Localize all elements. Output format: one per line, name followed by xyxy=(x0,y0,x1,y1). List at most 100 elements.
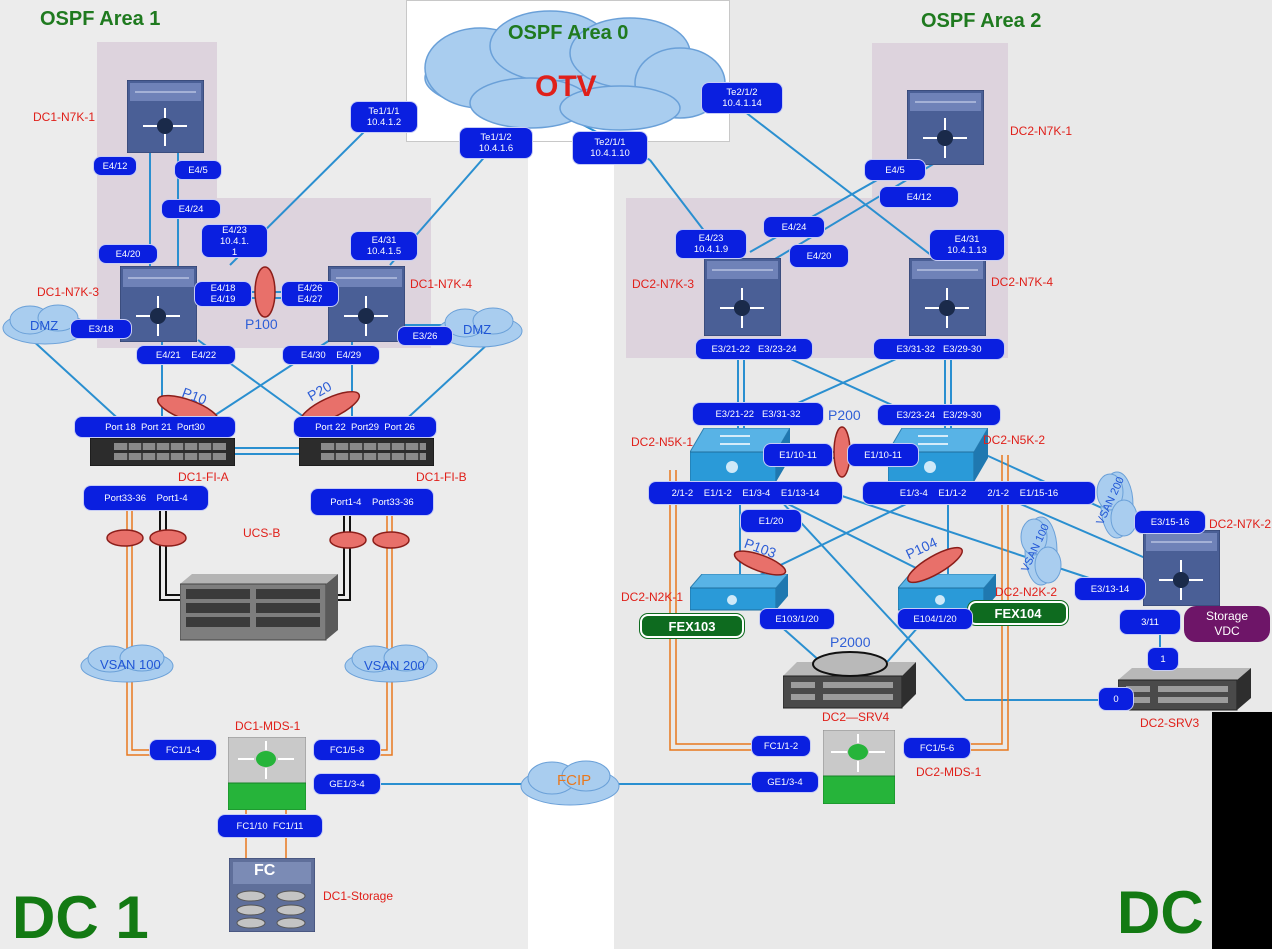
p2000-label: P2000 xyxy=(830,634,871,650)
port-dc1-e4-26: E4/26 E4/27 xyxy=(282,282,338,306)
fex103-badge: FEX103 xyxy=(640,614,744,638)
ospf-area-0-title: OSPF Area 0 xyxy=(508,22,629,44)
dc1-mds-1-label: DC1-MDS-1 xyxy=(235,719,301,733)
port-n7k2-e3-15-16: E3/15-16 xyxy=(1135,511,1205,533)
vsan100-left-cloud-icon xyxy=(80,644,174,683)
port-fi-b-bottom: Port1-4 Port33-36 xyxy=(311,489,433,515)
dc2-n7k-2-label: DC2-N7K-2 xyxy=(1209,517,1272,531)
port-e103-1-20: E103/1/20 xyxy=(760,609,834,629)
dc2-n5k-2-label: DC2-N5K-2 xyxy=(983,433,1046,447)
port-n5k1-e1-20: E1/20 xyxy=(741,510,801,532)
dc1-n7k-3-label: DC1-N7K-3 xyxy=(37,285,100,299)
dc1-fi-b-icon xyxy=(299,438,434,466)
dc2-n2k-1-label: DC2-N2K-1 xyxy=(621,590,684,604)
port-srv3-1: 1 xyxy=(1148,648,1178,670)
fc-storage-label: FC xyxy=(254,862,276,879)
ucs-chassis-icon xyxy=(180,574,338,641)
vsan200-left-label: VSAN 200 xyxy=(364,658,425,673)
otv-cloud-icon xyxy=(424,10,726,131)
port-fi-b-top: Port 22 Port29 Port 26 xyxy=(294,417,436,437)
dc2-n7k-2-icon xyxy=(1143,530,1220,606)
dc1-n7k-4-label: DC1-N7K-4 xyxy=(410,277,473,291)
port-mds1-ge1-3-4: GE1/3-4 xyxy=(314,774,380,794)
dc2-n7k-1-icon xyxy=(907,90,984,165)
dc2-n7k-4-icon xyxy=(909,258,986,336)
port-te1-1-1: Te1/1/1 10.4.1.2 xyxy=(351,102,417,132)
port-fi-a-bottom: Port33-36 Port1-4 xyxy=(84,486,208,510)
port-dc1-e3-26: E3/26 xyxy=(398,327,452,345)
fc-storage-array-icon xyxy=(229,858,315,932)
port-mds2-fc1-5-6: FC1/5-6 xyxy=(904,738,970,758)
p100-label: P100 xyxy=(245,316,278,332)
port-n5k2-bottom: E1/3-4 E1/1-2 2/1-2 E1/15-16 xyxy=(863,482,1095,504)
port-mds2-fc1-1-2: FC1/1-2 xyxy=(752,736,810,756)
dc1-fi-a-icon xyxy=(90,438,235,466)
port-dc1-e4-23: E4/23 10.4.1. 1 xyxy=(202,225,267,258)
dc2-mds-1-label: DC2-MDS-1 xyxy=(916,765,982,779)
dc2-n2k-2-label: DC2-N2K-2 xyxy=(995,585,1058,599)
port-mds2-ge1-3-4: GE1/3-4 xyxy=(752,772,818,792)
port-dc1-e4-20: E4/20 xyxy=(99,245,157,263)
dc2-n7k-4-label: DC2-N7K-4 xyxy=(991,275,1054,289)
dc1-n7k-1-icon xyxy=(127,80,204,153)
port-te2-1-1: Te2/1/1 10.4.1.10 xyxy=(573,132,647,164)
port-n5k1-e1-10-11: E1/10-11 xyxy=(764,444,832,466)
port-dc2-e4-20: E4/20 xyxy=(790,245,848,267)
port-dc2-e4-12: E4/12 xyxy=(880,187,958,207)
dmz-right-label: DMZ xyxy=(463,322,492,337)
vsan200-left-cloud-icon xyxy=(344,644,438,683)
port-dc2-e4-5: E4/5 xyxy=(865,160,925,180)
dmz-left-label: DMZ xyxy=(30,318,59,333)
dc1-site-title: DC 1 xyxy=(12,884,149,951)
port-dc1-e4-12: E4/12 xyxy=(94,157,136,175)
dc1-mds-1-icon xyxy=(228,737,306,810)
port-n5k1-bottom: 2/1-2 E1/1-2 E1/3-4 E1/13-14 xyxy=(649,482,842,504)
dc2-srv3-label: DC2-SRV3 xyxy=(1140,716,1200,730)
fcip-cloud-icon xyxy=(520,760,620,806)
otv-label: OTV xyxy=(535,70,597,103)
dc2-srv4-icon xyxy=(783,662,916,709)
dc2-n2k-2-icon xyxy=(898,574,996,611)
dmz-right-cloud-icon xyxy=(437,307,523,348)
ospf-area-2-title: OSPF Area 2 xyxy=(921,10,1042,32)
port-n7k2-3-11: 3/11 xyxy=(1120,610,1180,634)
vsan200-right-cloud-icon xyxy=(1096,471,1138,539)
black-block xyxy=(1212,712,1272,949)
vsan100-left-label: VSAN 100 xyxy=(100,657,161,672)
storage-vdc-badge: Storage VDC xyxy=(1184,606,1270,642)
fcip-label: FCIP xyxy=(557,772,592,789)
dc2-site-title: DC xyxy=(1117,879,1204,946)
dc2-n7k-3-label: DC2-N7K-3 xyxy=(632,277,695,291)
dc2-n7k-1-label: DC2-N7K-1 xyxy=(1010,124,1073,138)
port-mds1-fc1-1-4: FC1/1-4 xyxy=(150,740,216,760)
dc2-srv4-label: DC2—SRV4 xyxy=(822,710,890,724)
port-dc1-e4-24: E4/24 xyxy=(162,200,220,218)
port-dc2-e4-23: E4/23 10.4.1.9 xyxy=(676,230,746,258)
port-dc1-e4-18: E4/18 E4/19 xyxy=(195,282,251,306)
port-e104-1-20: E104/1/20 xyxy=(898,609,972,629)
port-dc1-e4-31: E4/31 10.4.1.5 xyxy=(351,232,417,260)
port-dc1-e4-5: E4/5 xyxy=(175,161,221,179)
port-dc2-n7k3-bottom: E3/21-22 E3/23-24 xyxy=(696,339,812,359)
dc1-fi-a-label: DC1-FI-A xyxy=(178,470,229,484)
port-fi-a-top: Port 18 Port 21 Port30 xyxy=(75,417,235,437)
dc2-n5k-1-label: DC2-N5K-1 xyxy=(631,435,694,449)
fex104-badge: FEX104 xyxy=(968,601,1068,625)
ucs-b-label: UCS-B xyxy=(243,526,281,540)
storage-vdc-line1: Storage xyxy=(1205,609,1249,623)
port-dc2-e4-31: E4/31 10.4.1.13 xyxy=(930,230,1004,260)
dc1-n7k-1-label: DC1-N7K-1 xyxy=(33,110,96,124)
port-n7k2-e3-13-14: E3/13-14 xyxy=(1075,578,1145,600)
port-srv3-0: 0 xyxy=(1099,688,1133,710)
dc1-storage-label: DC1-Storage xyxy=(323,889,394,903)
port-dc2-n7k4-bottom: E3/31-32 E3/29-30 xyxy=(874,339,1004,359)
vsan100-right-cloud-icon xyxy=(1020,516,1062,586)
storage-vdc-line2: VDC xyxy=(1214,624,1240,638)
port-n5k2-top: E3/23-24 E3/29-30 xyxy=(878,405,1000,425)
port-te1-1-2: Te1/1/2 10.4.1.6 xyxy=(460,128,532,158)
port-dc1-e3-18: E3/18 xyxy=(71,320,131,338)
dc1-fi-b-label: DC1-FI-B xyxy=(416,470,467,484)
dc1-n7k-3-icon xyxy=(120,266,197,342)
p200-label: P200 xyxy=(828,407,861,423)
